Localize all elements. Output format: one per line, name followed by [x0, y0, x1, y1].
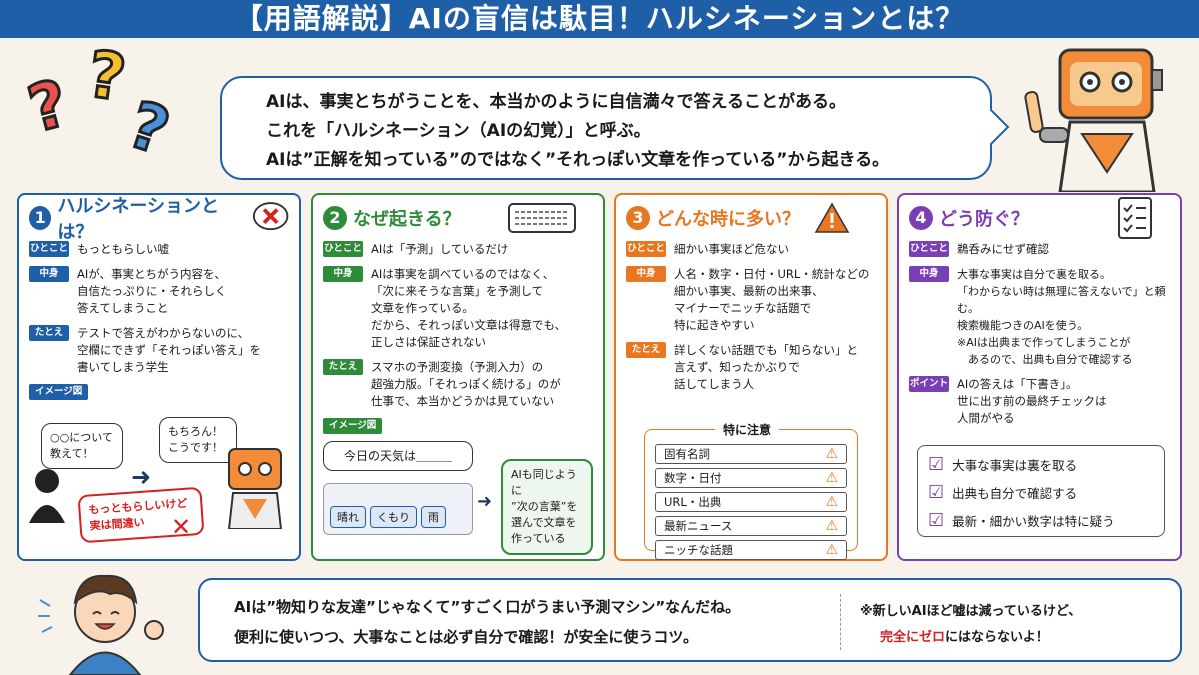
caution-box: 特に注意 固有名詞⚠ 数字・日付⚠ URL・出典⚠ 最新ニュース⚠ ニッチな話題…: [644, 421, 858, 560]
checklist-item: ☑出典も自分で確認する: [928, 481, 1078, 503]
arrow-right-icon: ➜: [131, 463, 152, 491]
note-line: ※新しいAIほど嘘は減っているけど、: [860, 604, 1082, 619]
note-line: 完全にゼロにはならないよ！: [880, 630, 1049, 645]
warning-icon: ⚠: [825, 518, 838, 534]
caution-item: 最新ニュース⚠: [655, 516, 847, 536]
tag-label: 中身: [909, 266, 949, 282]
tag-label: ポイント: [909, 376, 949, 392]
caution-item: ニッチな話題⚠: [655, 540, 847, 560]
panel-definition: 1 ハルシネーションとは？ ひとこともっともらしい嘘 中身 AIが、事実とちがう内…: [17, 193, 301, 561]
panel-text: 鵜呑みにせず確認: [957, 242, 1049, 256]
tag-label: ひとこと: [323, 241, 363, 257]
checkbox-icon: ☑: [928, 481, 945, 503]
cross-icon: ✕: [171, 513, 192, 541]
intro-line: AIは、事実とちがうことを、本当かのように自信満々で答えることがある。: [266, 92, 846, 112]
caution-item: URL・出典⚠: [655, 492, 847, 512]
panel-text: AIは「予測」しているだけ: [371, 242, 509, 256]
panel-text: AIの答えは「下書き」。 世に出す前の最終チェックは 人間がやる: [957, 377, 1107, 425]
checklist-icon: [1118, 197, 1152, 239]
page-title: 【用語解説】AIの盲信は駄目！ハルシネーションとは？: [0, 0, 1199, 38]
panel-title: ハルシネーションとは？: [57, 196, 220, 243]
person-icon: [29, 469, 65, 523]
question-mark-icon: ?: [82, 36, 132, 117]
step-number: 2: [323, 206, 347, 230]
input-speech-bubble: 今日の天気は＿＿＿: [323, 441, 473, 471]
user-speech-bubble: ○○について 教えて！: [41, 423, 123, 469]
intro-line: これを「ハルシネーション（AIの幻覚）」と呼ぶ。: [266, 121, 651, 141]
panel-text: スマホの予測変換（予測入力）の 超強力版。「それっぽく続ける」のが 仕事で、本当…: [371, 360, 561, 408]
caution-item: 数字・日付⚠: [655, 468, 847, 488]
tag-label: たとえ: [29, 325, 69, 341]
question-mark-icon: ?: [118, 87, 179, 172]
panel-text: 大事な事実は自分で裏を取る。 「わからない時は無理に答えないで」と頼む。 検索機…: [957, 268, 1166, 366]
arrow-right-icon: ➜: [477, 491, 493, 512]
caution-item: 固有名詞⚠: [655, 444, 847, 464]
ai-speech-bubble: もちろん！ こうです！: [159, 417, 237, 463]
panel-text: 人名・数字・日付・URL・統計などの 細かい事実、最新の出来事、 マイナーでニッ…: [674, 267, 870, 332]
checkbox-icon: ☑: [928, 509, 945, 531]
divider: [840, 594, 841, 650]
warning-icon: ⚠: [825, 494, 838, 510]
checklist-item: ☑大事な事実は裏を取る: [928, 453, 1078, 475]
panel-cause: 2 なぜ起きる？ ひとこと AIは「予測」しているだけ 中身 AIは事実を調べている…: [311, 193, 605, 561]
intro-line: AIは”正解を知っている”のではなく”それっぽい文章を作っている”から起きる。: [266, 150, 890, 170]
image-label: イメージ図: [323, 418, 383, 434]
checklist-box: ☑大事な事実は裏を取る ☑出典も自分で確認する ☑最新・細かい数字は特に疑う: [917, 445, 1165, 537]
keyboard-suggestions: 晴れくもり雨: [323, 483, 473, 535]
step-number: 1: [29, 206, 52, 230]
panel-text: 細かい事実ほど危ない: [674, 242, 789, 256]
question-mark-icon: ?: [20, 65, 78, 149]
step-number: 4: [909, 206, 933, 230]
summary-line: AIは”物知りな友達”じゃなくて”すごく口がうまい予測マシン”なんだね。: [234, 598, 741, 616]
summary-line: 便利に使いつつ、大事なことは必ず自分で確認！が安全に使うコツ。: [234, 628, 698, 646]
boy-illustration: [38, 574, 164, 675]
summary-box: AIは”物知りな友達”じゃなくて”すごく口がうまい予測マシン”なんだね。 便利に…: [198, 578, 1182, 662]
step-number: 3: [626, 206, 650, 230]
suggestion-key: 晴れ: [330, 506, 366, 528]
panel-text: もっともらしい嘘: [77, 242, 169, 256]
tag-label: たとえ: [626, 342, 666, 358]
panel-prevention: 4 どう防ぐ？ ひとこと鵜呑みにせず確認 中身大事な事実は自分で裏を取る。 「わ…: [897, 193, 1182, 561]
panel-title: なぜ起きる？: [353, 209, 461, 230]
intro-speech-bubble: AIは、事実とちがうことを、本当かのように自信満々で答えることがある。 これを「…: [220, 76, 992, 180]
tag-label: 中身: [29, 266, 69, 282]
explanation-note: AIも同じように ”次の言葉”を 選んで文章を 作っている: [501, 459, 593, 555]
tag-label: ひとこと: [626, 241, 666, 257]
warning-icon: ⚠: [825, 470, 838, 486]
warning-icon: [814, 202, 850, 233]
emphasis-text: 完全にゼロ: [880, 630, 946, 645]
warning-icon: ⚠: [825, 542, 838, 558]
panel-text: AIは事実を調べているのではなく、 「次に来そうな言葉」を予測して 文章を作って…: [371, 267, 567, 349]
panel-text: 詳しくない話題でも「知らない」と 言えず、知ったかぶりで 話してしまう人: [674, 343, 858, 391]
robot-illustration: [1024, 48, 1163, 192]
cross-bubble-icon: [252, 202, 289, 231]
checkbox-icon: ☑: [928, 453, 945, 475]
tag-label: 中身: [626, 266, 666, 282]
tag-label: たとえ: [323, 359, 363, 375]
robot-icon: [227, 448, 283, 529]
suggestion-key: 雨: [421, 506, 446, 528]
caution-title: 特に注意: [715, 421, 780, 438]
checklist-item: ☑最新・細かい数字は特に疑う: [928, 509, 1115, 531]
suggestion-key: くもり: [370, 506, 417, 528]
tag-label: ひとこと: [909, 241, 949, 257]
tag-label: 中身: [323, 266, 363, 282]
panel-title: どんな時に多い？: [656, 209, 800, 230]
panel-text: テストで答えがわからないのに、 空欄にできず「それっぽい答え」を 書いてしまう学…: [77, 326, 261, 374]
panel-text: AIが、事実とちがう内容を、 自信たっぷりに・それらしく 答えてしまうこと: [77, 267, 227, 315]
keyboard-icon: [507, 203, 576, 233]
warning-icon: ⚠: [825, 446, 838, 462]
panel-title: どう防ぐ？: [939, 209, 1029, 230]
tag-label: ひとこと: [29, 241, 69, 257]
panel-when: 3 どんな時に多い？ ひとこと細かい事実ほど危ない 中身人名・数字・日付・URL…: [614, 193, 888, 561]
image-label: イメージ図: [29, 384, 89, 400]
